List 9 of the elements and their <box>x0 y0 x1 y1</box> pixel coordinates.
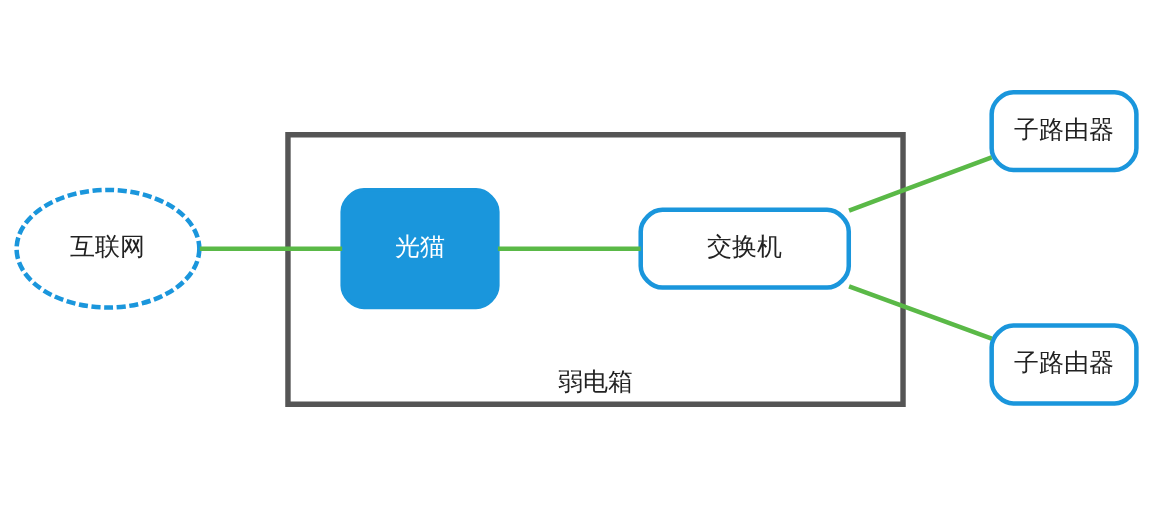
node-ellipse: 互联网 <box>14 187 202 310</box>
node-box: 交换机 <box>638 207 851 290</box>
connector <box>848 283 993 341</box>
node-box: 子路由器 <box>989 89 1139 172</box>
node-box: 子路由器 <box>989 322 1139 406</box>
connector <box>848 154 993 213</box>
connector <box>199 245 343 251</box>
connector <box>497 245 641 251</box>
node-box: 光猫 <box>340 187 500 309</box>
